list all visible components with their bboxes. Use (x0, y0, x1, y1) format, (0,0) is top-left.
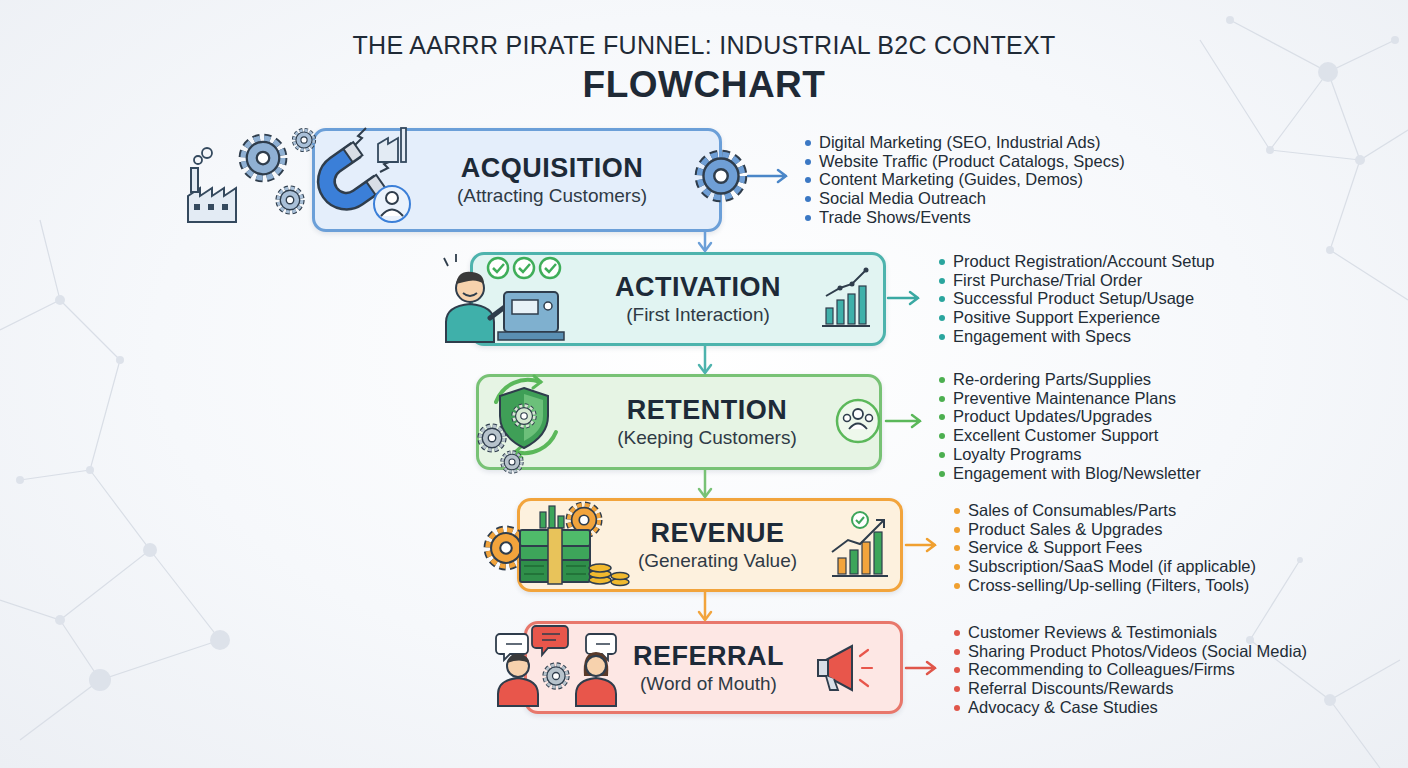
side-arrow (748, 170, 786, 182)
stage-tactic: Positive Support Experience (953, 308, 1160, 327)
side-arrow (906, 662, 935, 674)
flow-line (704, 592, 707, 620)
bullet-dot (954, 686, 960, 692)
side-arrow (906, 539, 935, 551)
stage-box: REVENUE(Generating Value) (517, 498, 903, 592)
stage-tactic: Referral Discounts/Rewards (968, 679, 1173, 698)
flow-arrow (699, 592, 711, 620)
network-lines (0, 20, 1408, 768)
stage-tactic: Sharing Product Photos/Videos (Social Me… (968, 642, 1307, 661)
flow-arrow (699, 232, 711, 251)
bullet-dot (939, 452, 945, 458)
side-arrow (886, 415, 920, 427)
stage-tactic: First Purchase/Trial Order (953, 271, 1142, 290)
bullet-dot (954, 705, 960, 711)
stage-tactic: Sales of Consumables/Parts (968, 501, 1176, 520)
diagram-subtitle: FLOWCHART (0, 64, 1408, 106)
stage-tactic: Preventive Maintenance Plans (953, 389, 1176, 408)
bullet-dot (939, 377, 945, 383)
stage-subtitle: (First Interaction) (626, 303, 770, 326)
side-arrow (888, 292, 918, 304)
arrow-head (699, 243, 711, 251)
stage-tactic: Advocacy & Case Studies (968, 698, 1158, 717)
bullet-dot (939, 334, 945, 340)
stage-tactic: Excellent Customer Support (953, 426, 1158, 445)
stage-tactic: Engagement with Specs (953, 327, 1131, 346)
stage-tactic: Customer Reviews & Testimonials (968, 623, 1217, 642)
bullet-dot (939, 315, 945, 321)
stage-tactic: Website Traffic (Product Catalogs, Specs… (819, 152, 1125, 171)
bullet-dot (954, 508, 960, 514)
bullet-dot (939, 471, 945, 477)
stage-subtitle: (Keeping Customers) (617, 426, 797, 449)
stage-tactic: Digital Marketing (SEO, Industrial Ads) (819, 133, 1101, 152)
bullet-dot (939, 433, 945, 439)
arrow-head (699, 612, 711, 620)
stage-box: RETENTION(Keeping Customers) (476, 374, 882, 470)
bullet-dot (805, 177, 811, 183)
bullet-dot (954, 630, 960, 636)
stage-tactic: Social Media Outreach (819, 189, 986, 208)
bullet-dot (939, 296, 945, 302)
stage-tactic: Re-ordering Parts/Supplies (953, 370, 1151, 389)
flow-line (704, 470, 707, 497)
factory-icon (188, 148, 236, 222)
flow-arrow (699, 346, 711, 373)
bullet-dot (939, 396, 945, 402)
bullet-dot (954, 649, 960, 655)
stage-tactic: Service & Support Fees (968, 538, 1142, 557)
network-dots (16, 16, 1399, 706)
stage-tactic: Trade Shows/Events (819, 208, 971, 227)
stage-box: ACQUISITION(Attracting Customers) (312, 128, 722, 232)
bullet-dot (954, 667, 960, 673)
flow-line (704, 232, 707, 251)
bullet-dot (939, 259, 945, 265)
stage-name: RETENTION (627, 395, 788, 426)
stage-tactic: Loyalty Programs (953, 445, 1081, 464)
flow-arrow (699, 470, 711, 497)
stage-name: ACQUISITION (461, 153, 644, 184)
arrow-head (699, 489, 711, 497)
flow-line (704, 346, 707, 373)
stage-tactic: Product Sales & Upgrades (968, 520, 1162, 539)
stage-subtitle: (Word of Mouth) (640, 672, 777, 695)
stage-tactic: Product Updates/Upgrades (953, 407, 1152, 426)
bullet-dot (954, 527, 960, 533)
stage-name: REVENUE (650, 518, 784, 549)
diagram-title: THE AARRR PIRATE FUNNEL: INDUSTRIAL B2C … (0, 31, 1408, 60)
bullet-dot (954, 545, 960, 551)
bullet-dot (954, 564, 960, 570)
stage-box: REFERRAL(Word of Mouth) (524, 621, 903, 714)
bullet-dot (805, 196, 811, 202)
bullet-dot (805, 215, 811, 221)
stage-tactic: Engagement with Blog/Newsletter (953, 464, 1201, 483)
stage-tactic: Product Registration/Account Setup (953, 252, 1214, 271)
stage-tactic: Successful Product Setup/Usage (953, 289, 1194, 308)
arrow-head (699, 365, 711, 373)
stage-subtitle: (Attracting Customers) (457, 184, 647, 207)
stage-tactic: Recommending to Colleagues/Firms (968, 660, 1235, 679)
bullet-dot (954, 583, 960, 589)
stage-tactic: Cross-selling/Up-selling (Filters, Tools… (968, 576, 1249, 595)
stage-name: ACTIVATION (615, 272, 781, 303)
stage-tactic: Subscription/SaaS Model (if applicable) (968, 557, 1256, 576)
stage-name: REFERRAL (633, 641, 784, 672)
stage-subtitle: (Generating Value) (638, 549, 797, 572)
stage-box: ACTIVATION(First Interaction) (470, 252, 886, 346)
bullet-dot (805, 159, 811, 165)
bullet-dot (939, 278, 945, 284)
bullet-dot (805, 140, 811, 146)
bullet-dot (939, 414, 945, 420)
stage-tactic: Content Marketing (Guides, Demos) (819, 170, 1083, 189)
